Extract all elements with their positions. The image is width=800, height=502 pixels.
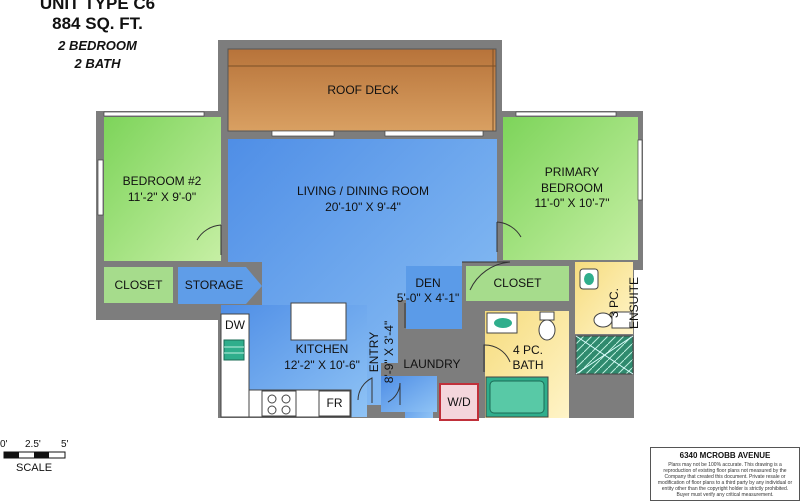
primary-bedroom-dimensions: 11'-0" X 10'-7" bbox=[534, 196, 610, 210]
kitchen-counter-left bbox=[220, 313, 250, 418]
primary-bedroom-area bbox=[503, 117, 638, 260]
roof-deck-area bbox=[227, 48, 497, 132]
scale-bar bbox=[3, 451, 66, 459]
scale-tick-2-5: 2.5' bbox=[25, 439, 41, 450]
door-swings bbox=[196, 221, 522, 405]
bedroom-2-label: BEDROOM #2 bbox=[122, 174, 202, 188]
kitchen-island bbox=[290, 302, 347, 341]
primary-bedroom-label-1: PRIMARY bbox=[544, 165, 600, 179]
unit-bedrooms: 2 BEDROOM bbox=[58, 38, 137, 53]
scale-tick-5: 5' bbox=[61, 439, 69, 450]
ensuite-label-2: ENSUITE bbox=[627, 277, 641, 330]
washer-dryer-label: W/D bbox=[447, 395, 471, 409]
closet-left-label: CLOSET bbox=[114, 278, 163, 292]
kitchen-label: KITCHEN bbox=[295, 342, 349, 356]
unit-baths: 2 BATH bbox=[74, 56, 121, 71]
dishwasher-label: DW bbox=[225, 318, 245, 332]
closet-left-area bbox=[104, 267, 173, 303]
unit-type-title: UNIT TYPE C6 bbox=[39, 0, 156, 13]
washer-dryer bbox=[439, 383, 479, 421]
den-area bbox=[406, 266, 462, 329]
den-dimensions: 5'-0" X 4'-1" bbox=[396, 291, 460, 305]
bath-4pc-label-2: BATH bbox=[512, 358, 544, 372]
entry-label: ENTRY bbox=[367, 331, 381, 373]
entry-dimensions: 8'-9" X 3'-4" bbox=[382, 320, 396, 384]
bath-4pc-label-1: 4 PC. bbox=[512, 343, 543, 357]
roof-deck-label: ROOF DECK bbox=[327, 83, 399, 97]
disclaimer-text: Plans may not be 100% accurate. This dra… bbox=[657, 462, 793, 498]
bedroom-2-area bbox=[104, 117, 221, 261]
closet-right-label: CLOSET bbox=[493, 276, 542, 290]
scale-tick-0: 0' bbox=[0, 439, 8, 450]
living-dining-dimensions: 20'-10" X 9'-4" bbox=[325, 200, 401, 214]
scale-label: SCALE bbox=[16, 462, 53, 474]
bedroom-2-dimensions: 11'-2" X 9'-0" bbox=[127, 190, 197, 204]
ensuite-label-1: 3 PC. bbox=[607, 288, 621, 319]
primary-bedroom-label-2: BEDROOM bbox=[540, 181, 603, 195]
kitchen-dimensions: 12'-2" X 10'-6" bbox=[284, 358, 360, 372]
den-label: DEN bbox=[415, 276, 441, 290]
closet-right-area bbox=[466, 266, 569, 301]
storage-area bbox=[178, 267, 262, 304]
disclaimer-box: 6340 MCROBB AVENUE Plans may not be 100%… bbox=[650, 447, 800, 501]
address-label: 6340 MCROBB AVENUE bbox=[679, 451, 771, 460]
laundry-label: LAUNDRY bbox=[403, 357, 461, 371]
unit-area: 884 SQ. FT. bbox=[52, 14, 143, 33]
storage-label: STORAGE bbox=[184, 278, 244, 292]
fridge-label: FR bbox=[326, 396, 343, 410]
living-dining-label: LIVING / DINING ROOM bbox=[296, 184, 429, 198]
